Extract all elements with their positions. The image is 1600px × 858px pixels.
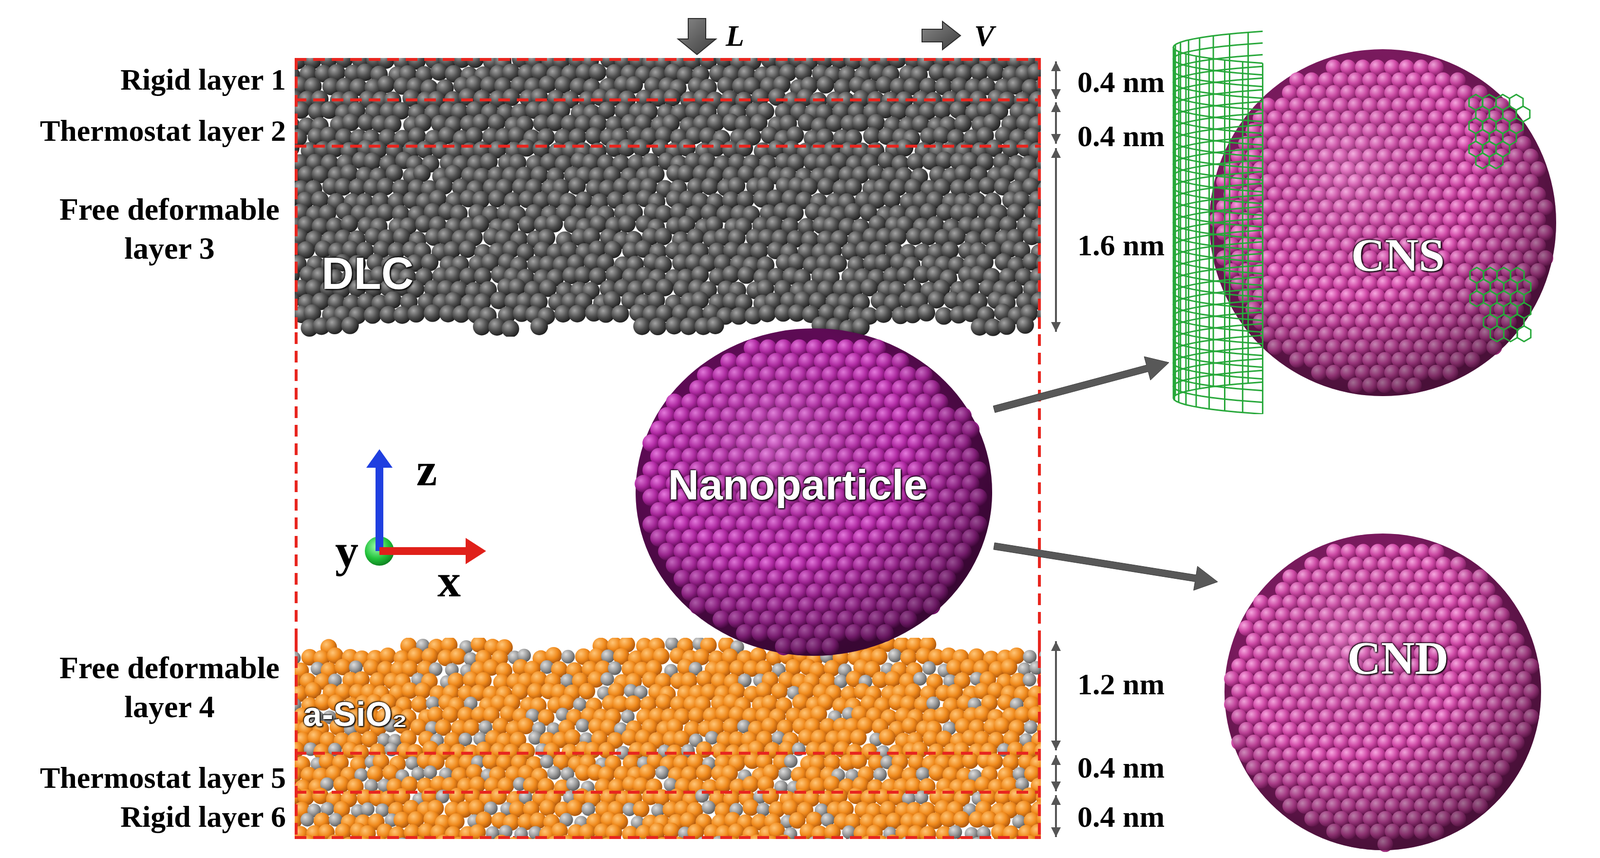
atom: [530, 317, 548, 336]
atom: [611, 304, 630, 323]
particle-label: Nanoparticle: [667, 463, 928, 507]
atom: [648, 317, 667, 336]
layer-boundary: [294, 57, 298, 337]
z-axis: [375, 466, 384, 551]
atom: [588, 63, 607, 82]
layer-boundary: [294, 57, 1041, 61]
x-axis-head: [465, 537, 487, 565]
atom: [341, 316, 359, 335]
atom: [722, 265, 740, 283]
dimension-arrow: [1054, 102, 1057, 144]
atom: [810, 638, 828, 656]
atom: [887, 648, 902, 663]
load-arrow: [677, 18, 716, 55]
atom: [452, 305, 471, 323]
atom: [472, 317, 491, 336]
atom: [706, 316, 725, 335]
dimension-arrow: [1054, 754, 1057, 791]
dimension-arrow: [1054, 148, 1057, 332]
atom: [836, 637, 854, 653]
simulation-box: [296, 59, 1040, 838]
nanoparticle: Nanoparticle: [633, 326, 995, 658]
connector-arrow: [993, 356, 1169, 413]
atom: [517, 717, 534, 735]
atom: [1000, 658, 1018, 676]
atom: [423, 304, 442, 322]
atom: [654, 227, 673, 245]
atom: [575, 718, 590, 733]
atom: [700, 177, 719, 196]
dimension-arrows: [1054, 61, 1057, 837]
atom: [901, 717, 919, 735]
atom: [377, 75, 396, 94]
atom: [501, 320, 520, 337]
velocity-arrow: [922, 21, 961, 50]
x-axis: [379, 546, 467, 555]
atom: [458, 240, 477, 258]
atom: [737, 266, 755, 284]
atom: [320, 101, 339, 119]
layer-boundary: [294, 98, 1041, 102]
atom: [934, 706, 951, 724]
dimension-arrow: [1054, 640, 1057, 751]
atom: [449, 647, 467, 665]
atom: [1016, 316, 1035, 334]
connector-arrow: [993, 542, 1218, 591]
atom: [633, 317, 651, 336]
atom: [502, 88, 521, 107]
atom: [624, 695, 642, 712]
atom: [568, 304, 586, 323]
atom: [917, 303, 936, 322]
atom: [578, 682, 596, 700]
atom: [561, 649, 575, 664]
atom: [874, 305, 893, 323]
atom: [997, 317, 1016, 335]
particle-shading: [635, 328, 993, 656]
atom: [1022, 672, 1037, 687]
atom: [913, 671, 927, 686]
atom: [1023, 720, 1038, 735]
atom: [906, 152, 925, 171]
atom: [407, 304, 426, 323]
atom: [926, 696, 941, 711]
material-label: DLC: [321, 250, 414, 296]
atom: [325, 316, 344, 335]
dimension-arrow: [1054, 794, 1057, 837]
atom: [817, 177, 835, 196]
atom: [600, 672, 615, 686]
node-illustration: [294, 637, 1041, 839]
z-axis-head: [366, 449, 393, 468]
atom: [363, 306, 382, 324]
atom: [895, 138, 914, 157]
atom: [922, 660, 937, 675]
layer-boundary: [1037, 57, 1041, 337]
dlc-slab: DLC: [294, 57, 1041, 337]
atom: [816, 75, 835, 94]
atom: [618, 215, 636, 233]
silica-substrate: a-SiO₂: [294, 637, 1041, 839]
dimension-arrow: [1054, 61, 1057, 99]
layer-boundary: [294, 144, 1041, 148]
particle-body: [635, 328, 993, 656]
atom: [978, 176, 997, 195]
atom: [663, 89, 681, 107]
atom: [758, 304, 776, 322]
